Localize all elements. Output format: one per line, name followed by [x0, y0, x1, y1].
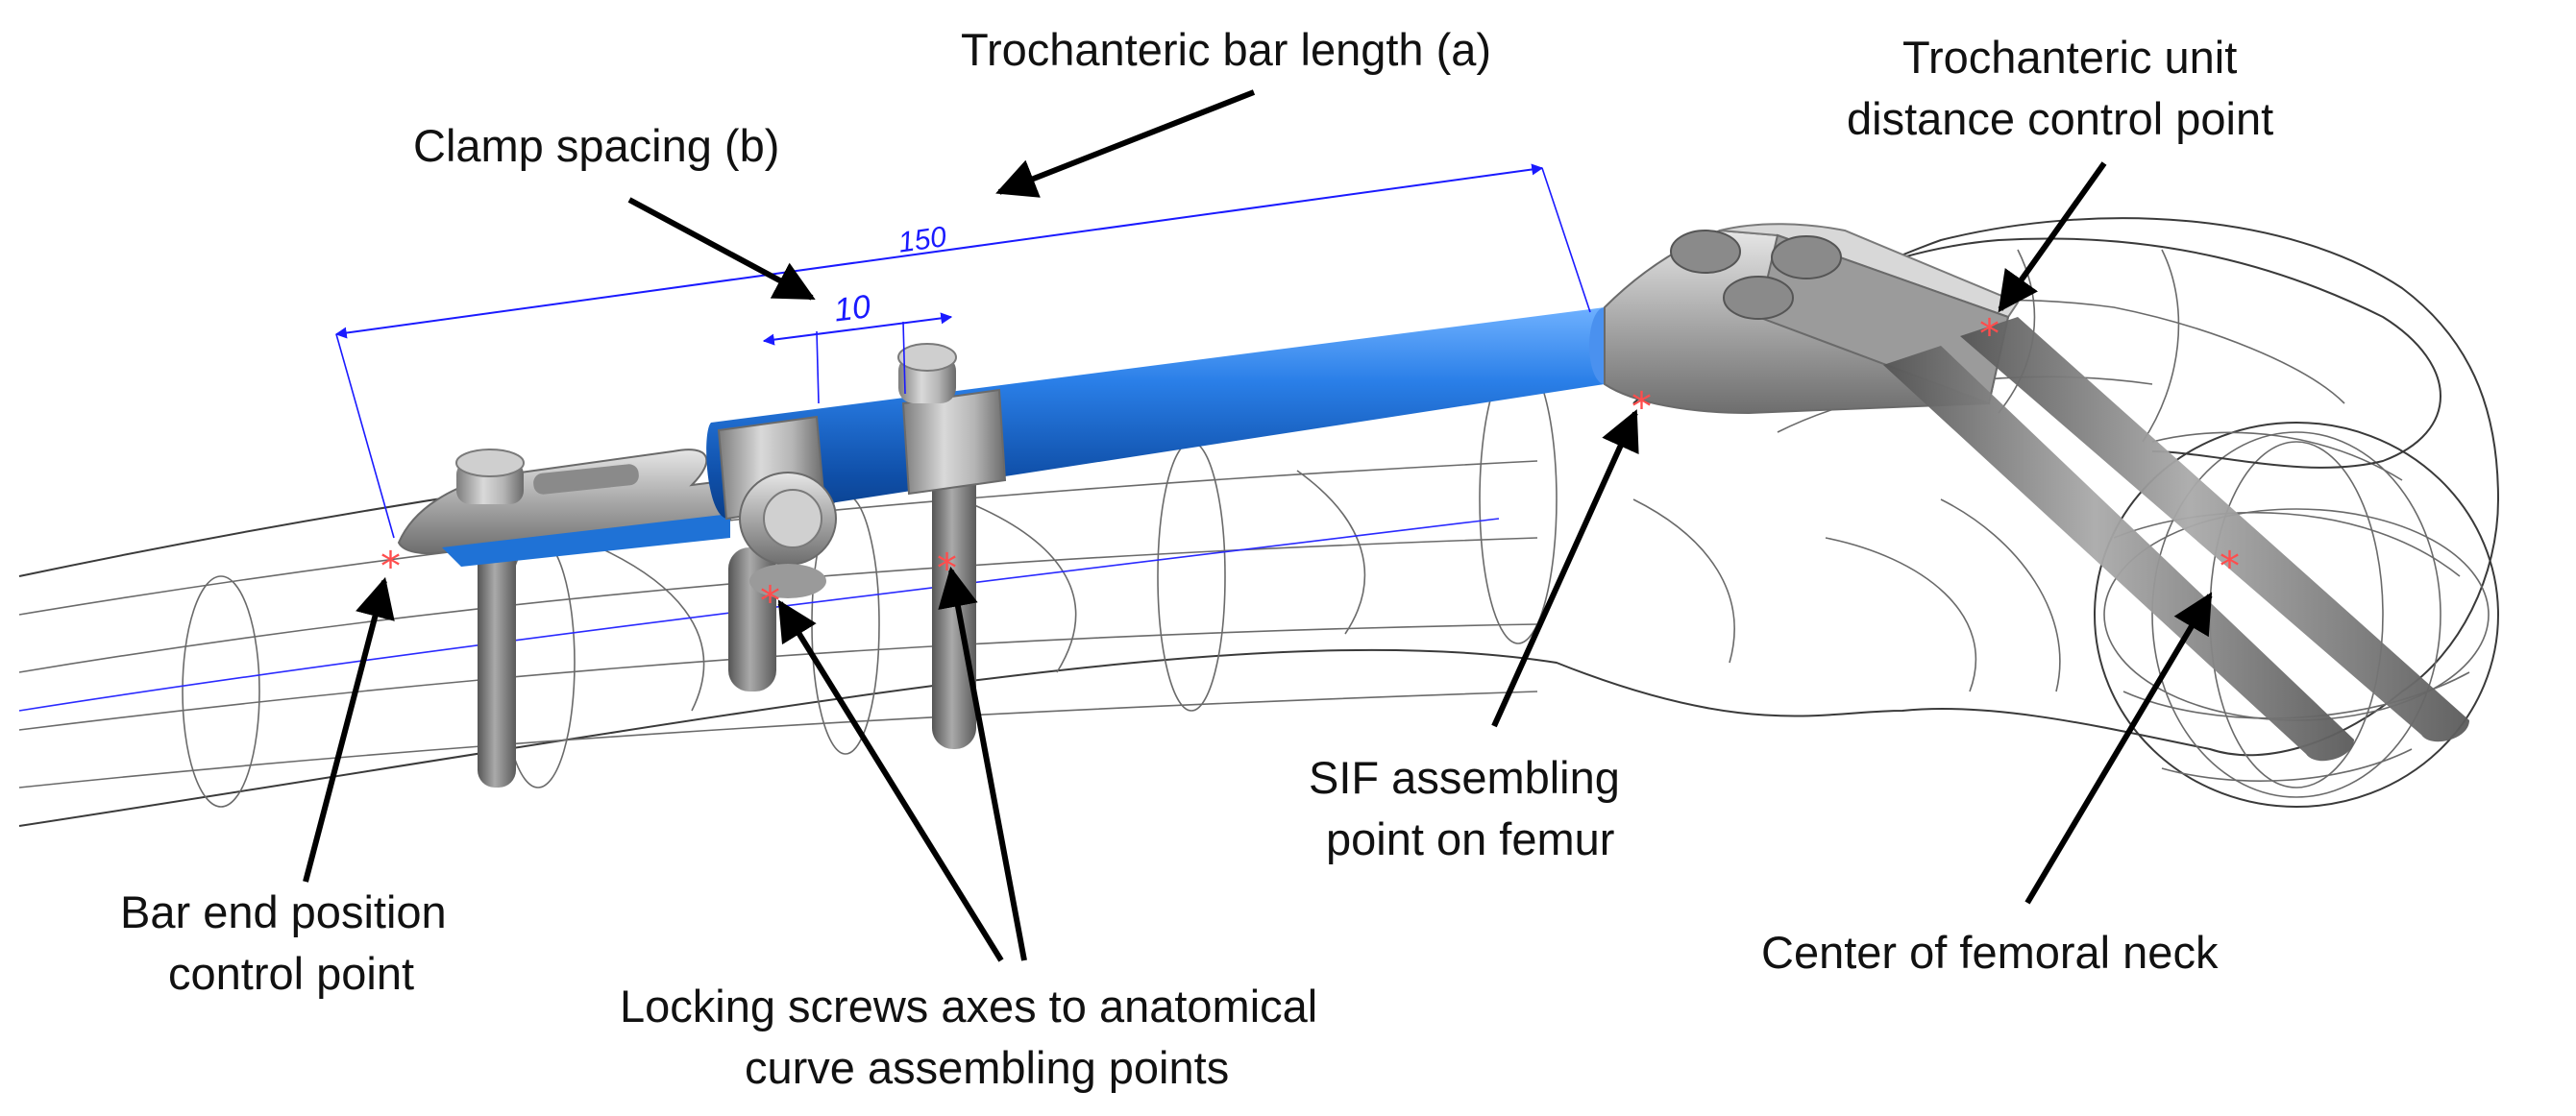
neck-screw-1	[1883, 346, 2354, 762]
clamp-2	[897, 343, 1007, 496]
sif-assembling-point-icon: *	[1631, 383, 1652, 430]
leader-arrows	[303, 89, 2213, 962]
label-sif-line1: SIF assembling	[1309, 752, 1620, 803]
dimension-annotations: 150 10	[334, 163, 1591, 539]
bone-pin-1	[478, 538, 516, 788]
troch-unit-control-point-icon: *	[1979, 310, 1999, 357]
bar-length-dimension: 150	[896, 221, 948, 259]
label-femoral-neck: Center of femoral neck	[1761, 927, 2219, 978]
trochanteric-unit	[1604, 223, 2469, 762]
bone-pin-3	[932, 461, 976, 749]
label-bar-end-line1: Bar end position	[120, 886, 447, 937]
neck-screw-2	[1960, 317, 2469, 742]
clamp-spacing-dimension: 10	[832, 288, 872, 328]
label-bar-end-line2: control point	[168, 948, 414, 999]
locking-screw-point-1-icon: *	[760, 577, 780, 624]
text-labels: Trochanteric bar length (a) Clamp spacin…	[120, 24, 2273, 1093]
clamp-1	[717, 415, 837, 598]
label-locking-line2: curve assembling points	[745, 1042, 1229, 1093]
label-troch-unit-line1: Trochanteric unit	[1902, 32, 2237, 83]
label-sif-line2: point on femur	[1326, 813, 1614, 864]
label-trochanteric-bar-length: Trochanteric bar length (a)	[961, 24, 1491, 75]
label-locking-line1: Locking screws axes to anatomical	[620, 981, 1317, 1031]
trochanteric-bar	[706, 307, 1605, 520]
femoral-neck-center-icon: *	[2220, 543, 2240, 590]
fixator-hardware	[397, 223, 2469, 788]
label-troch-unit-line2: distance control point	[1847, 93, 2273, 144]
label-clamp-spacing: Clamp spacing (b)	[413, 120, 779, 171]
